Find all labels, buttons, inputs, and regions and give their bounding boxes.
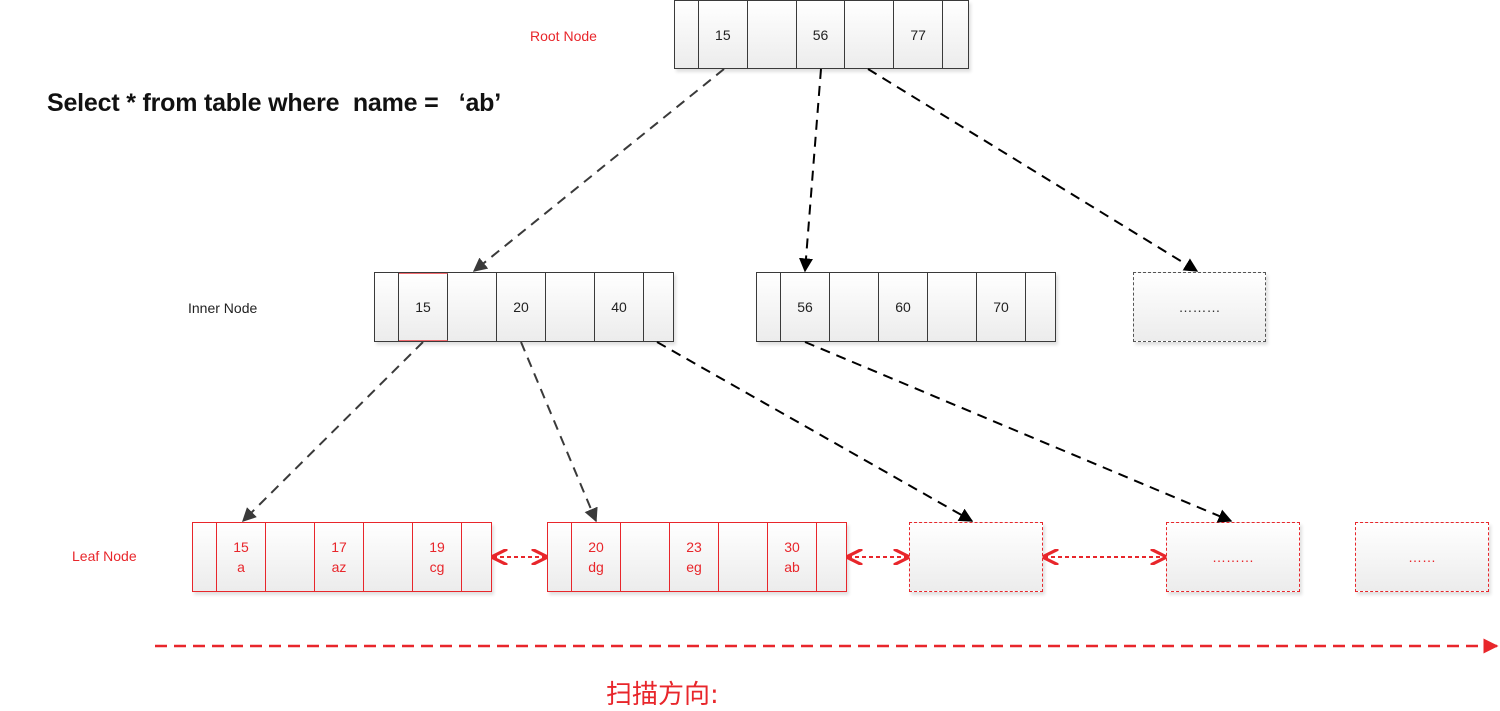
arrow-inner-to-leaf-2: [520, 341, 598, 523]
pointer-cell: [1026, 273, 1055, 341]
pointer-cell: [747, 1, 797, 68]
leaf-node-label: Leaf Node: [72, 548, 137, 564]
key-cell: 70: [977, 273, 1026, 341]
key-cell: 56: [796, 1, 846, 68]
leaf-key: 19: [429, 539, 445, 555]
leaf-key: 20: [588, 539, 604, 555]
leaf-name: a: [237, 559, 245, 575]
pointer-cell: [830, 273, 879, 341]
key-cell: 20: [497, 273, 546, 341]
arrow-root-to-inner-2: [799, 68, 822, 273]
inner-node-1: 15 20 40: [374, 272, 674, 342]
arrow-root-to-inner-1: [472, 68, 725, 272]
pointer-cell: [462, 523, 491, 591]
pointer-cell: [928, 273, 977, 341]
leaf-entry: 23 eg: [670, 523, 719, 591]
pointer-cell: [621, 523, 670, 591]
scan-direction-label: 扫描方向:: [606, 680, 719, 710]
pointer-cell: [266, 523, 315, 591]
key-cell: 15: [698, 1, 748, 68]
pointer-cell: [675, 1, 699, 68]
pointer-cell: [375, 273, 399, 341]
leaf-name: dg: [588, 559, 604, 575]
inner-node-label: Inner Node: [188, 300, 258, 316]
inner-node-placeholder: ………: [1133, 272, 1266, 342]
pointer-cell: [757, 273, 781, 341]
leaf-key: 15: [233, 539, 249, 555]
leaf-name: az: [331, 559, 347, 575]
root-node-label: Root Node: [530, 28, 597, 44]
pointer-cell: [448, 273, 497, 341]
key-cell: 40: [595, 273, 644, 341]
leaf-name: eg: [686, 559, 702, 575]
leaf-entry: 17 az: [315, 523, 364, 591]
leaf-node-2: 20 dg 23 eg 30 ab: [547, 522, 847, 592]
sql-query: Select * from table where name = ‘ab’: [47, 89, 501, 117]
pointer-cell: [364, 523, 413, 591]
key-cell: 56: [781, 273, 830, 341]
leaf-node-1: 15 a 17 az 19 cg: [192, 522, 492, 592]
leaf-entry: 15 a: [217, 523, 266, 591]
arrow-root-to-inner-3: [867, 68, 1199, 272]
arrow-inner-to-leaf-4: [804, 341, 1233, 523]
pointer-cell: [548, 523, 572, 591]
leaf-key: 17: [331, 539, 347, 555]
key-cell: 60: [879, 273, 928, 341]
inner-node-2: 56 60 70: [756, 272, 1056, 342]
leaf-entry: 20 dg: [572, 523, 621, 591]
pointer-cell: [943, 1, 968, 68]
leaf-node-placeholder-4: ………: [1166, 522, 1300, 592]
pointer-cell: [845, 1, 895, 68]
leaf-entry: 30 ab: [768, 523, 817, 591]
pointer-cell: [193, 523, 217, 591]
leaf-key: 30: [784, 539, 800, 555]
leaf-entry: 19 cg: [413, 523, 462, 591]
arrow-inner-to-leaf-3: [656, 341, 974, 522]
leaf-node-placeholder-5: ……: [1355, 522, 1489, 592]
key-cell-highlighted: 15: [399, 273, 448, 341]
pointer-cell: [817, 523, 846, 591]
leaf-node-placeholder-3: [909, 522, 1043, 592]
pointer-cell: [719, 523, 768, 591]
arrow-inner-to-leaf-1: [242, 341, 424, 522]
root-node: 15 56 77: [674, 0, 969, 69]
pointer-cell: [644, 273, 673, 341]
leaf-name: cg: [429, 559, 445, 575]
pointer-cell: [546, 273, 595, 341]
key-cell: 77: [894, 1, 944, 68]
leaf-name: ab: [784, 559, 800, 575]
leaf-key: 23: [686, 539, 702, 555]
